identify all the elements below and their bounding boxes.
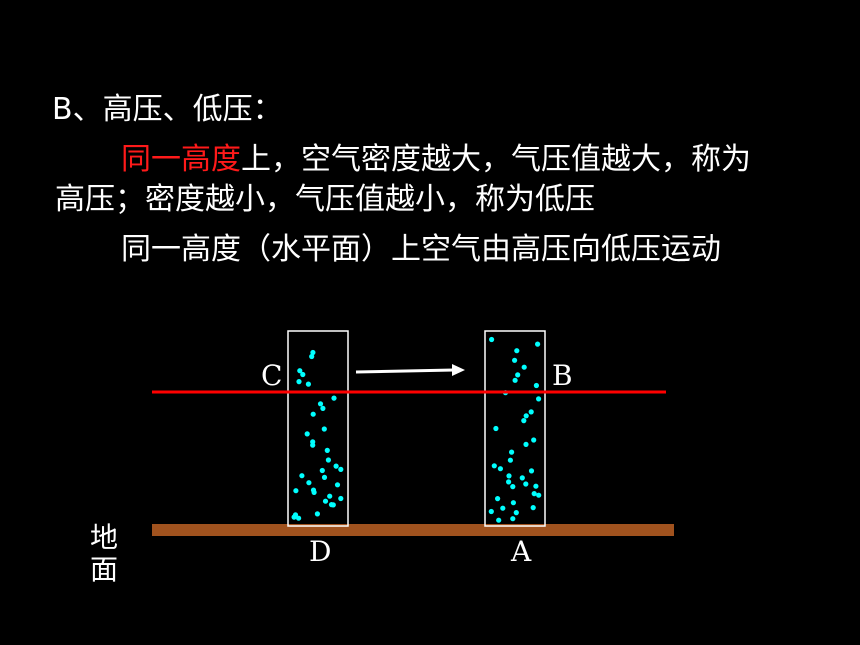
air-particle xyxy=(320,405,326,411)
air-particle xyxy=(523,481,529,487)
air-particle xyxy=(506,473,512,479)
definition-line-1-rest: 上，空气密度越大，气压值越大，称为 xyxy=(241,142,751,177)
movement-rule: 同一高度（水平面）上空气由高压向低压运动 xyxy=(121,232,721,267)
air-particle xyxy=(310,442,316,448)
air-particle xyxy=(533,382,540,389)
left-column-particles xyxy=(291,349,344,521)
air-particle xyxy=(321,474,328,480)
air-particle xyxy=(338,466,344,472)
air-particle xyxy=(521,418,527,424)
air-particle xyxy=(309,353,315,360)
air-particle xyxy=(506,479,512,485)
air-particle xyxy=(328,502,335,508)
air-particle xyxy=(515,372,521,378)
air-particle xyxy=(306,480,312,486)
label-d: D xyxy=(309,535,332,568)
air-particle xyxy=(299,473,305,479)
air-particle xyxy=(533,483,539,489)
air-particle xyxy=(528,468,535,474)
air-particle xyxy=(513,509,519,516)
air-particle xyxy=(519,475,525,481)
left-air-column xyxy=(287,330,349,527)
air-particle xyxy=(296,379,302,385)
air-particle xyxy=(510,484,516,490)
air-particle xyxy=(512,377,518,383)
air-particle xyxy=(491,463,497,469)
ground-bar xyxy=(152,524,674,536)
air-particle xyxy=(325,457,331,463)
air-particle xyxy=(305,381,311,387)
air-particle xyxy=(507,457,513,463)
highlight-same-height: 同一高度 xyxy=(121,142,241,177)
air-particle xyxy=(322,498,329,504)
air-particle xyxy=(511,357,518,363)
air-particle xyxy=(496,517,502,523)
air-particle xyxy=(333,463,339,469)
ground-label: 地 面 xyxy=(88,522,120,586)
air-particle xyxy=(523,441,529,447)
label-a: A xyxy=(511,535,532,568)
section-heading: B、高压、低压： xyxy=(52,92,283,127)
label-c: C xyxy=(261,359,283,392)
airflow-arrow-head xyxy=(452,364,465,376)
air-particle xyxy=(319,467,325,474)
air-particle xyxy=(297,368,303,374)
air-particle xyxy=(327,493,333,499)
air-particle xyxy=(296,515,302,521)
definition-line-2: 高压；密度越小，气压值越小，称为低压 xyxy=(55,182,595,217)
air-particle xyxy=(304,431,310,437)
air-particle xyxy=(528,409,534,415)
air-particle xyxy=(311,489,317,495)
air-particle xyxy=(536,492,542,498)
air-particle xyxy=(509,449,515,455)
air-particle xyxy=(510,516,516,522)
air-particle xyxy=(334,482,341,488)
air-particle xyxy=(531,437,537,443)
air-particle xyxy=(497,466,503,472)
right-air-column xyxy=(484,330,546,527)
label-b: B xyxy=(552,359,573,392)
air-particle xyxy=(314,511,320,517)
air-particle xyxy=(310,411,316,417)
air-particle xyxy=(493,425,499,432)
air-particle xyxy=(521,364,527,370)
air-particle xyxy=(331,395,337,401)
air-particle xyxy=(321,426,327,432)
definition-line-1: 同一高度上，空气密度越大，气压值越大，称为 xyxy=(121,140,751,180)
air-particle xyxy=(338,495,344,502)
air-particle xyxy=(536,396,542,402)
air-particle xyxy=(535,341,541,347)
air-particle xyxy=(514,348,520,354)
air-particle xyxy=(531,491,537,497)
air-particle xyxy=(317,401,324,407)
ground-label-char-2: 面 xyxy=(89,553,118,586)
air-particle xyxy=(510,500,516,506)
air-particle xyxy=(500,505,506,511)
air-particle xyxy=(293,488,299,494)
ground-label-char-1: 地 xyxy=(89,521,118,554)
air-particle xyxy=(530,505,536,511)
right-column-particles xyxy=(488,336,542,523)
air-particle xyxy=(324,447,330,453)
air-particle xyxy=(291,514,297,520)
air-particle xyxy=(523,413,529,419)
air-particle xyxy=(310,349,316,356)
air-particle xyxy=(495,496,501,502)
air-particle xyxy=(489,336,495,343)
air-particle xyxy=(300,371,306,378)
air-particle xyxy=(488,508,494,515)
airflow-arrow-shaft xyxy=(355,368,455,374)
